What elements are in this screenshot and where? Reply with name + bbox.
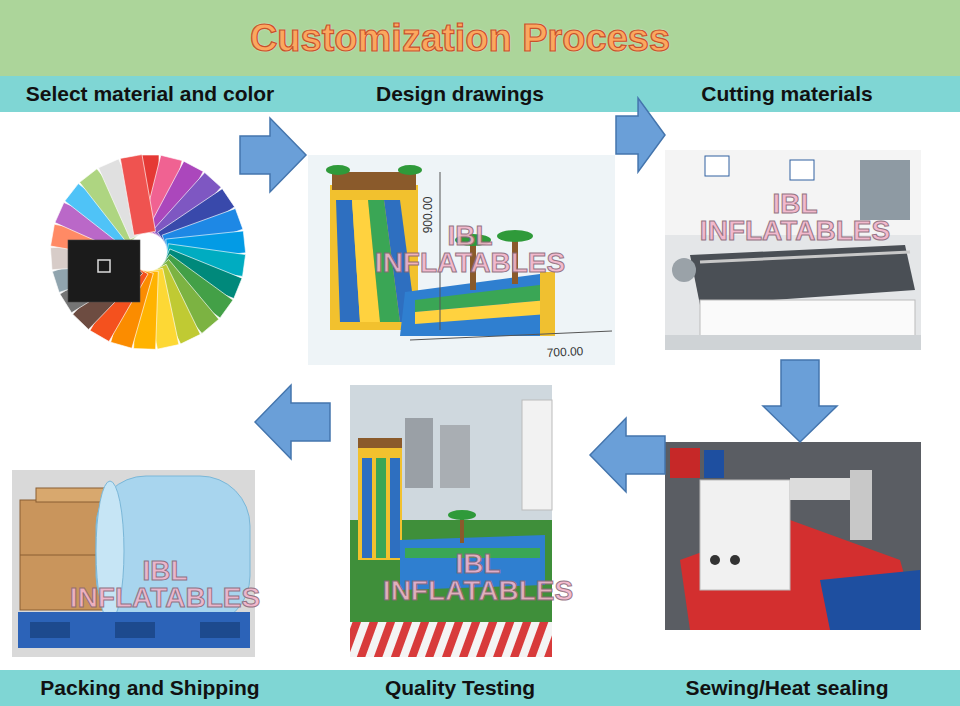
sewing-photo-part	[670, 448, 700, 478]
process-step: Sewing/Heat sealing	[665, 442, 921, 630]
slide-design-drawing-part	[415, 300, 548, 324]
cutting-photo-part	[705, 156, 729, 176]
slide-design-drawing-part	[400, 272, 555, 336]
bands-part	[0, 670, 960, 706]
quality-photo-part	[405, 418, 433, 488]
quality-photo	[350, 385, 552, 657]
cutting-photo-part	[672, 258, 696, 282]
packing-photo-part	[115, 622, 155, 638]
cutting-photo-part	[860, 160, 910, 220]
process-step: Select material and color	[45, 118, 240, 350]
cutting-photo-part	[690, 245, 915, 305]
swatch-fan-part	[98, 260, 110, 272]
watermark-label: IBL INFLATABLES	[383, 551, 573, 604]
step-label: Design drawings	[376, 82, 544, 106]
slide-design-drawing-part	[398, 165, 422, 175]
watermark-label: IBL INFLATABLES	[375, 223, 565, 276]
quality-photo-part	[522, 400, 552, 510]
slide-design-drawing-part	[410, 331, 612, 340]
sewing-photo-part	[704, 450, 724, 478]
cutting-photo	[665, 150, 921, 350]
flow-arrow	[616, 98, 665, 172]
swatch-fan	[50, 155, 245, 350]
bands-part	[0, 0, 960, 76]
packing-photo-part	[30, 622, 70, 638]
quality-photo-part	[390, 458, 400, 558]
watermark-label: IBL INFLATABLES	[70, 558, 260, 611]
quality-photo-part	[358, 438, 402, 448]
flow-arrow	[255, 385, 330, 459]
quality-photo-part	[440, 425, 470, 488]
swatch-fan-part	[68, 240, 140, 302]
flow-arrow	[590, 418, 665, 492]
bands-part	[0, 76, 960, 112]
cutting-photo-part	[665, 335, 921, 350]
quality-photo-part	[376, 458, 386, 558]
sewing-photo-part	[850, 470, 872, 540]
slide-design-drawing-part	[326, 165, 350, 175]
slide-design-drawing-part	[308, 155, 615, 365]
slide-design-drawing-part	[332, 172, 416, 190]
step-label: Packing and Shipping	[40, 676, 259, 700]
swatch-fan-part	[120, 155, 155, 236]
process-step: Packing and Shipping	[12, 385, 255, 657]
sewing-photo-part	[710, 555, 720, 565]
cutting-photo-part	[790, 160, 814, 180]
slide-design-drawing-part	[497, 230, 533, 242]
step-label: Sewing/Heat sealing	[685, 676, 888, 700]
sewing-photo-part	[790, 478, 860, 500]
packing-photo	[12, 470, 255, 657]
cutting-photo-part	[665, 150, 921, 350]
sewing-photo-part	[700, 480, 790, 590]
sewing-photo-part	[820, 570, 920, 630]
title: Customization Process	[250, 17, 670, 60]
sewing-photo-part	[730, 555, 740, 565]
sewing-photo	[665, 442, 921, 630]
flow-arrow	[763, 360, 837, 442]
packing-photo-part	[12, 470, 255, 657]
dimension-label: 900.00	[421, 197, 435, 234]
process-step: Quality Testing	[330, 385, 590, 657]
slide-design-drawing-part	[540, 272, 555, 336]
dimension-label: 700.00	[546, 344, 583, 360]
step-label: Quality Testing	[385, 676, 535, 700]
slide-design-drawing	[308, 155, 615, 365]
packing-photo-part	[18, 612, 250, 648]
quality-photo-part	[358, 445, 402, 560]
packing-photo-part	[200, 622, 240, 638]
sewing-photo-part	[665, 442, 921, 630]
step-label: Select material and color	[26, 82, 275, 106]
step-label: Cutting materials	[701, 82, 873, 106]
quality-photo-part	[350, 622, 552, 657]
quality-photo-part	[448, 510, 476, 520]
flow-arrow	[240, 118, 306, 192]
watermark-label: IBL INFLATABLES	[700, 191, 890, 244]
quality-photo-part	[362, 458, 372, 558]
cutting-photo-part	[700, 252, 910, 262]
